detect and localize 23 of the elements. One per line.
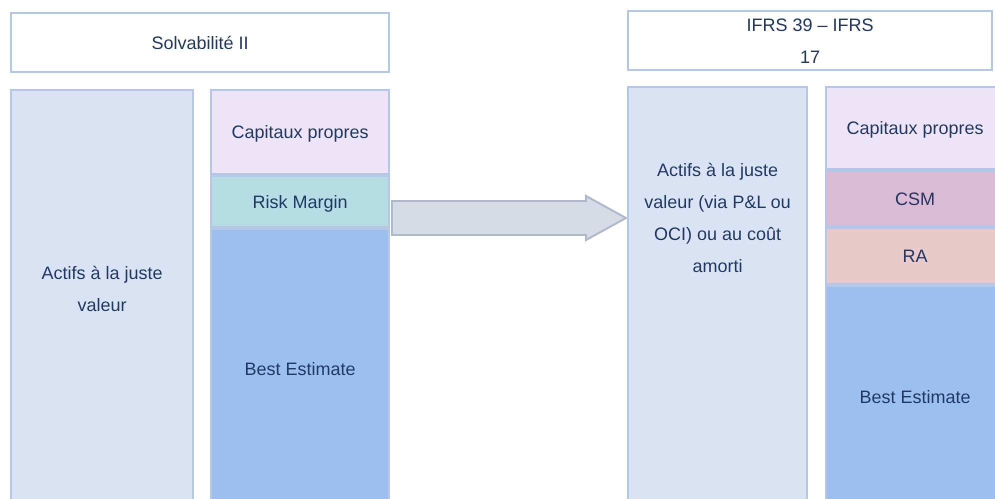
best-estimate-block (825, 285, 995, 499)
block-arrow (391, 194, 628, 242)
box-label: RA (902, 245, 928, 268)
ra-block (825, 227, 995, 285)
box-label: Best Estimate (859, 386, 971, 409)
box-label: IFRS 39 – IFRS 17 (745, 14, 875, 68)
risk-margin-block (210, 175, 390, 228)
assets-column (627, 86, 808, 499)
box-label: Capitaux propres (846, 117, 984, 140)
csm-block (825, 170, 995, 227)
best-estimate-block (210, 228, 390, 499)
box-label: Capitaux propres (231, 121, 369, 144)
box-label: CSM (895, 188, 935, 210)
box-label: Best Estimate (244, 358, 356, 380)
assets-column (10, 89, 194, 499)
box-label: Risk Margin (252, 190, 348, 214)
equity-block (825, 86, 995, 170)
box-label: Solvabilité II (151, 32, 249, 54)
title-box (627, 10, 993, 71)
equity-block (210, 89, 390, 175)
box-label: Actifs à la juste valeur (via P&L ou OCI) ou au coût amorti (643, 159, 792, 278)
title-box (10, 12, 390, 73)
box-label: Actifs à la juste valeur (40, 262, 164, 317)
